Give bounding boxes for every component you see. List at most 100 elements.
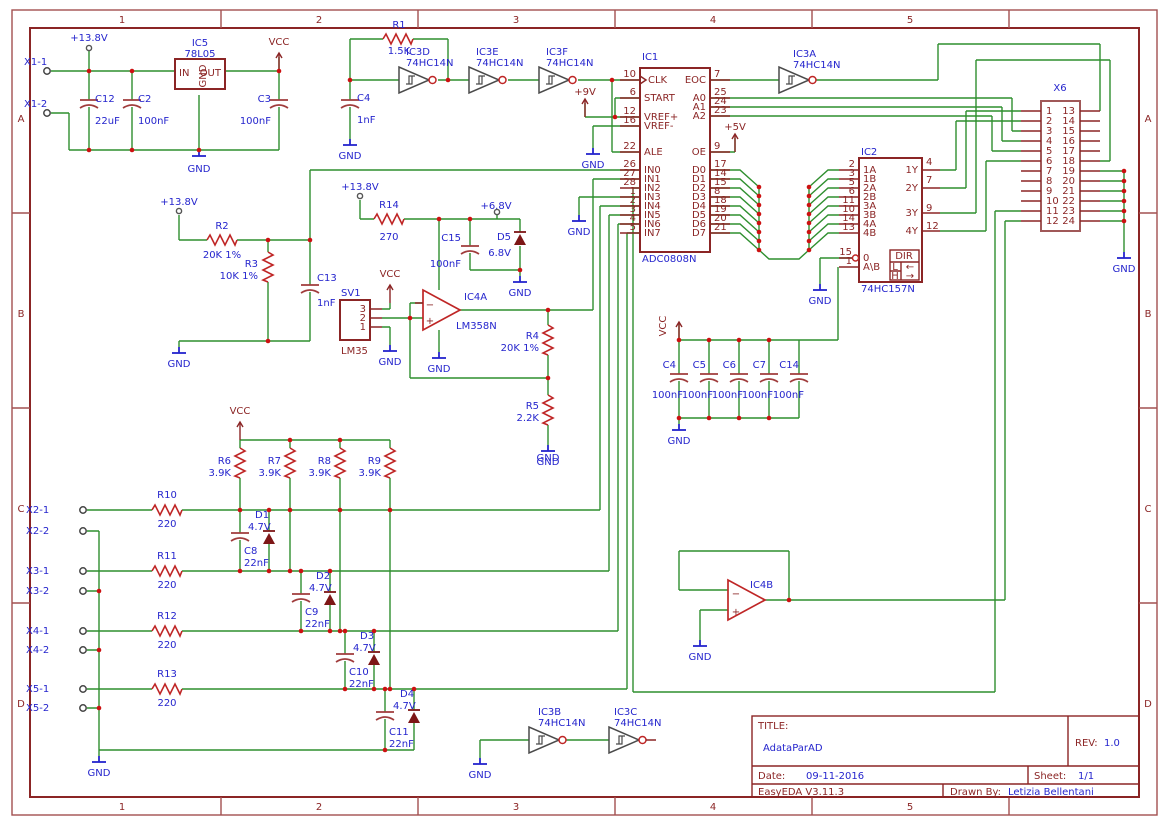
capacitor-c7[interactable] (759, 373, 779, 383)
ic2-num-13: 13 (842, 222, 855, 233)
ic2-pin-2a: 2A (863, 183, 876, 194)
junction-dot (806, 220, 812, 226)
x2-2-label: X2-2 (26, 526, 49, 537)
resistor-r12[interactable] (151, 625, 183, 637)
c8-value: 22nF (244, 558, 269, 569)
r3-ref: R3 (245, 259, 258, 270)
ic5-regulator-body[interactable] (174, 58, 226, 90)
inverter-ic3f[interactable] (538, 66, 577, 94)
terminal-x2-2[interactable] (79, 527, 87, 535)
capacitor-c3[interactable] (269, 99, 289, 109)
ic2-num-7: 7 (926, 175, 932, 186)
terminal-x3-2[interactable] (79, 587, 87, 595)
r9-ref: R9 (368, 456, 381, 467)
inverter-ic3b[interactable] (528, 726, 567, 754)
ic1-pin-in2: IN2 (644, 183, 661, 194)
gnd-symbol (472, 757, 488, 765)
resistor-r1[interactable] (382, 33, 414, 45)
ic2-pin-2b: 2B (863, 192, 876, 203)
inverter-ic3c[interactable] (608, 726, 647, 754)
capacitor-c5[interactable] (699, 373, 719, 383)
terminal-x4-1[interactable] (79, 627, 87, 635)
ic2-pin-0: 0 (863, 253, 869, 264)
inverter-ic3e[interactable] (468, 66, 507, 94)
row-label: C (1145, 504, 1152, 515)
capacitor-c9[interactable] (291, 593, 311, 603)
resistor-r13[interactable] (151, 683, 183, 695)
d3-value: 4.7V (353, 643, 376, 654)
terminal-x5-2[interactable] (79, 704, 87, 712)
c11-ref: C11 (389, 727, 409, 738)
resistor-r4[interactable] (542, 324, 554, 356)
ic1-num-14: 14 (714, 168, 727, 179)
terminal-x1-1[interactable] (43, 67, 51, 75)
resistor-r2[interactable] (206, 234, 238, 246)
junction-dot (337, 437, 343, 443)
x3-1-label: X3-1 (26, 566, 49, 577)
terminal-x3-1[interactable] (79, 567, 87, 575)
junction-dot (196, 147, 202, 153)
resistor-r10[interactable] (151, 504, 183, 516)
capacitor-c8[interactable] (230, 532, 250, 542)
resistor-r3[interactable] (262, 251, 274, 283)
x6-connector-body[interactable] (1040, 100, 1081, 232)
resistor-r9[interactable] (384, 447, 396, 479)
x6-num-7: 7 (1046, 166, 1052, 177)
r4-ref: R4 (526, 331, 539, 342)
junction-dot (387, 507, 393, 513)
zener-d5[interactable] (513, 231, 527, 246)
capacitor-c15[interactable] (460, 245, 480, 255)
resistor-r11[interactable] (151, 565, 183, 577)
resistor-r8[interactable] (334, 447, 346, 479)
junction-dot (786, 597, 792, 603)
ic1-num-19: 19 (714, 204, 727, 215)
ic2-pin-1a: 1A (863, 165, 876, 176)
terminal-x5-1[interactable] (79, 685, 87, 693)
ic3e-value: 74HC14N (476, 58, 523, 69)
terminal-x4-2[interactable] (79, 646, 87, 654)
ic1-clk-wedge (639, 75, 648, 85)
x6-num-18: 18 (1062, 156, 1075, 167)
ic1-pin-in7: IN7 (644, 228, 661, 239)
capacitor-c13[interactable] (300, 284, 320, 294)
ic2-num-9: 9 (926, 203, 932, 214)
ic4b-ref: IC4B (750, 580, 773, 591)
ic2-dir-h: H (891, 271, 899, 282)
ic1-num-10: 10 (623, 69, 636, 80)
capacitor-c4-bank[interactable] (669, 373, 689, 383)
ic2-ref: IC2 (861, 147, 877, 158)
resistor-r7[interactable] (284, 447, 296, 479)
capacitor-c11[interactable] (375, 711, 395, 721)
r7-ref: R7 (268, 456, 281, 467)
terminal-x1-2[interactable] (43, 109, 51, 117)
resistor-r5[interactable] (542, 394, 554, 426)
gnd-symbol (91, 755, 107, 763)
ic3b-ref: IC3B (538, 707, 561, 718)
inverter-ic3d[interactable] (398, 66, 437, 94)
junction-dot (806, 211, 812, 217)
junction-dot (756, 184, 762, 190)
gnd-symbol (812, 283, 828, 291)
resistor-r14[interactable] (373, 213, 405, 225)
terminal-x2-1[interactable] (79, 506, 87, 514)
capacitor-c14[interactable] (789, 373, 809, 383)
ic2-mux-body[interactable] (858, 157, 923, 283)
gnd-label-8: GND (509, 288, 532, 299)
r5-ref: R5 (526, 401, 539, 412)
ic1-pin-start: START (644, 93, 676, 104)
capacitor-c6[interactable] (729, 373, 749, 383)
net-5v: +5V (724, 122, 746, 133)
ic3e-ref: IC3E (476, 47, 499, 58)
ic2-num-3: 3 (849, 168, 855, 179)
net-9v: +9V (574, 87, 596, 98)
ic4b-plus: + (732, 607, 740, 618)
capacitor-c10[interactable] (335, 653, 355, 663)
ic1-adc-body[interactable] (639, 67, 711, 253)
sv1-lm35-body[interactable] (339, 299, 371, 341)
x4-2-label: X4-2 (26, 645, 49, 656)
junction-dot (467, 216, 473, 222)
junction-dot (237, 507, 243, 513)
resistor-r6[interactable] (234, 447, 246, 479)
